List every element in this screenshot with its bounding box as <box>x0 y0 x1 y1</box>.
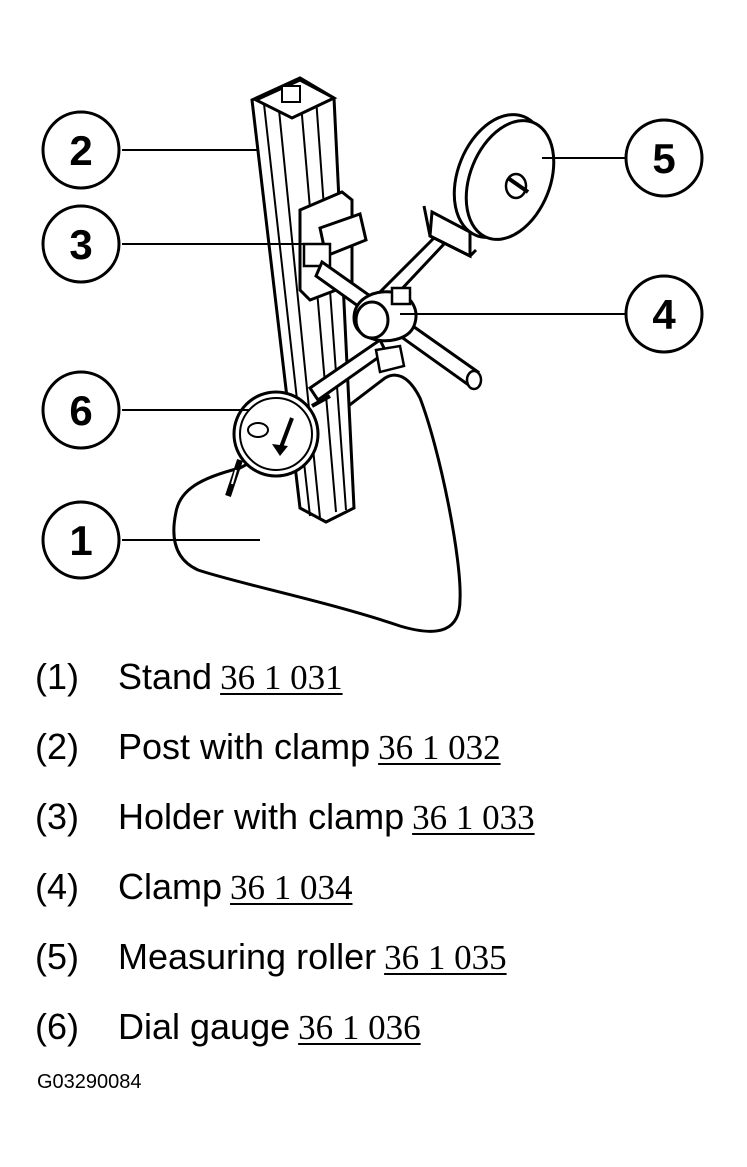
dial-gauge <box>225 390 331 497</box>
callout-3-label: 3 <box>69 221 92 268</box>
measuring-roller <box>422 113 556 259</box>
legend-number: (2) <box>35 726 79 767</box>
legend-number: (3) <box>35 796 79 837</box>
legend-label: Holder with clamp <box>118 796 405 837</box>
callout-1: 1 <box>41 500 121 580</box>
callout-6-label: 6 <box>69 387 92 434</box>
legend-number: (1) <box>35 656 79 697</box>
callout-1-label: 1 <box>69 517 92 564</box>
figure-id: G03290084 <box>37 1071 142 1093</box>
legend-label: Post with clamp <box>118 726 371 767</box>
legend-number: (4) <box>35 866 79 907</box>
legend-number: (5) <box>35 936 79 977</box>
legend-label: Measuring roller <box>118 936 377 977</box>
part-number-link[interactable]: 36 1 032 <box>378 728 501 767</box>
callout-2: 2 <box>41 110 121 190</box>
part-number-link[interactable]: 36 1 036 <box>298 1008 421 1047</box>
tool-illustration: 2 3 5 4 6 1 <box>41 76 704 633</box>
part-number-link[interactable]: 36 1 034 <box>230 868 353 907</box>
legend-label: Dial gauge <box>118 1006 291 1047</box>
callout-5-label: 5 <box>652 135 675 182</box>
callout-5: 5 <box>624 118 704 198</box>
callout-4-label: 4 <box>652 291 676 338</box>
part-number-link[interactable]: 36 1 035 <box>384 938 507 977</box>
legend-label: Stand <box>118 656 213 697</box>
clamp <box>352 286 418 374</box>
legend-number: (6) <box>35 1006 79 1047</box>
callout-4: 4 <box>624 274 704 354</box>
legend-label: Clamp <box>118 866 223 907</box>
callout-6: 6 <box>41 370 121 450</box>
part-number-link[interactable]: 36 1 031 <box>220 658 343 697</box>
callout-3: 3 <box>41 204 121 284</box>
callout-2-label: 2 <box>69 127 92 174</box>
part-number-link[interactable]: 36 1 033 <box>412 798 535 837</box>
